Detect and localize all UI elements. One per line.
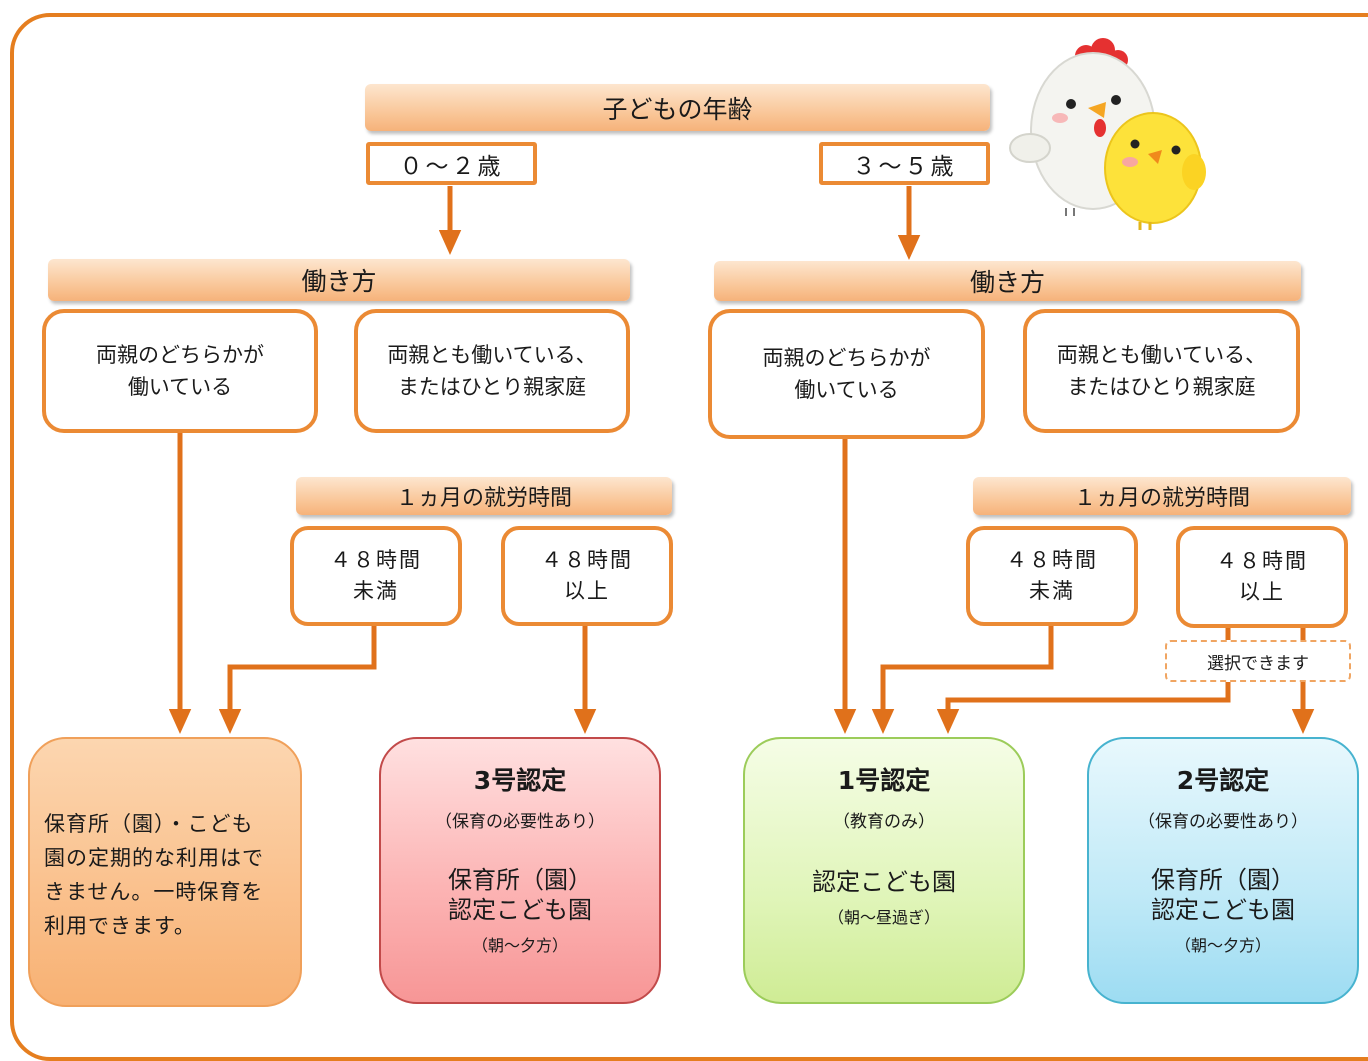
right-both-parents-line2: またはひとり親家庭 — [1067, 375, 1256, 399]
left-one-parent-box: 両親のどちらかが働いている — [42, 309, 318, 433]
no-cert-line1: 保育所（園）・こども — [44, 812, 254, 836]
cert2-card: 2号認定 （保育の必要性あり） 保育所（園）認定こども園 （朝～夕方） — [1087, 737, 1359, 1004]
no-cert-line4: 利用できます。 — [44, 914, 196, 938]
right-over-48-line1: ４８時間 — [1216, 549, 1308, 573]
right-over-48-box: ４８時間以上 — [1176, 526, 1348, 628]
cert3-facility1: 保育所（園） — [448, 866, 592, 894]
left-one-parent-line1: 両親のどちらかが — [96, 343, 264, 367]
cert1-time: （朝～昼過ぎ） — [827, 908, 940, 927]
cert3-facility2: 認定こども園 — [448, 896, 592, 924]
cert2-title: 2号認定 — [1176, 766, 1270, 795]
arrow-left-under48 — [218, 623, 377, 735]
right-work-style-header: 働き方 — [714, 261, 1301, 301]
cert1-facility1: 認定こども園 — [812, 868, 956, 896]
left-both-parents-line1: 両親とも働いている、 — [387, 343, 597, 367]
left-work-hours-header: １ヵ月の就労時間 — [296, 477, 672, 515]
right-one-parent-line1: 両親のどちらかが — [762, 346, 931, 370]
cert3-title: 3号認定 — [473, 766, 567, 795]
right-both-parents-box: 両親とも働いている、またはひとり親家庭 — [1023, 309, 1300, 433]
right-under-48-line2: 未満 — [1029, 579, 1075, 603]
left-work-style-header: 働き方 — [48, 259, 630, 301]
flow-connectors — [168, 186, 1315, 735]
cert1-subtitle: （教育のみ） — [833, 812, 935, 832]
arrow-right-under48 — [871, 624, 1054, 735]
age-0-2-box: ０～２歳 — [366, 142, 537, 185]
left-under-48-line2: 未満 — [353, 579, 399, 603]
chicken-and-chick-illustration — [1009, 38, 1206, 230]
right-under-48-box: ４８時間未満 — [966, 526, 1138, 626]
right-over-48-line2: 以上 — [1239, 580, 1285, 604]
cert2-facility2: 認定こども園 — [1151, 896, 1295, 924]
cert2-subtitle: （保育の必要性あり） — [1138, 812, 1308, 832]
right-both-parents-line1: 両親とも働いている、 — [1056, 343, 1267, 367]
right-work-hours-header: １ヵ月の就労時間 — [973, 477, 1351, 515]
cert1-title: 1号認定 — [837, 766, 931, 795]
left-under-48-box: ４８時間未満 — [290, 526, 462, 626]
cert3-card: 3号認定 （保育の必要性あり） 保育所（園）認定こども園 （朝～夕方） — [379, 737, 661, 1004]
right-under-48-line1: ４８時間 — [1006, 548, 1098, 572]
left-both-parents-line2: またはひとり親家庭 — [397, 375, 587, 399]
age-header: 子どもの年齢 — [365, 84, 990, 131]
cert3-subtitle: （保育の必要性あり） — [435, 812, 605, 832]
left-under-48-line1: ４８時間 — [330, 548, 422, 572]
no-cert-line2: 園の定期的な利用はで — [44, 846, 264, 870]
cert2-facility1: 保育所（園） — [1151, 866, 1295, 894]
left-over-48-line1: ４８時間 — [541, 548, 633, 572]
selectable-note: 選択できます — [1165, 640, 1351, 682]
right-one-parent-line2: 働いている — [794, 378, 899, 402]
cert1-card: 1号認定 （教育のみ） 認定こども園 （朝～昼過ぎ） — [743, 737, 1025, 1004]
no-cert-line3: きません。一時保育を — [44, 880, 264, 904]
cert2-time: （朝～夕方） — [1174, 936, 1271, 955]
cert3-time: （朝～夕方） — [471, 936, 568, 955]
age-3-5-box: ３～５歳 — [819, 142, 990, 185]
left-both-parents-box: 両親とも働いている、またはひとり親家庭 — [354, 309, 630, 433]
left-over-48-line2: 以上 — [564, 579, 610, 603]
left-over-48-box: ４８時間以上 — [501, 526, 673, 626]
no-certification-card: 保育所（園）・こども 園の定期的な利用はで きません。一時保育を 利用できます。 — [28, 737, 302, 1007]
right-one-parent-box: 両親のどちらかが働いている — [708, 309, 985, 439]
left-one-parent-line2: 働いている — [127, 375, 233, 399]
